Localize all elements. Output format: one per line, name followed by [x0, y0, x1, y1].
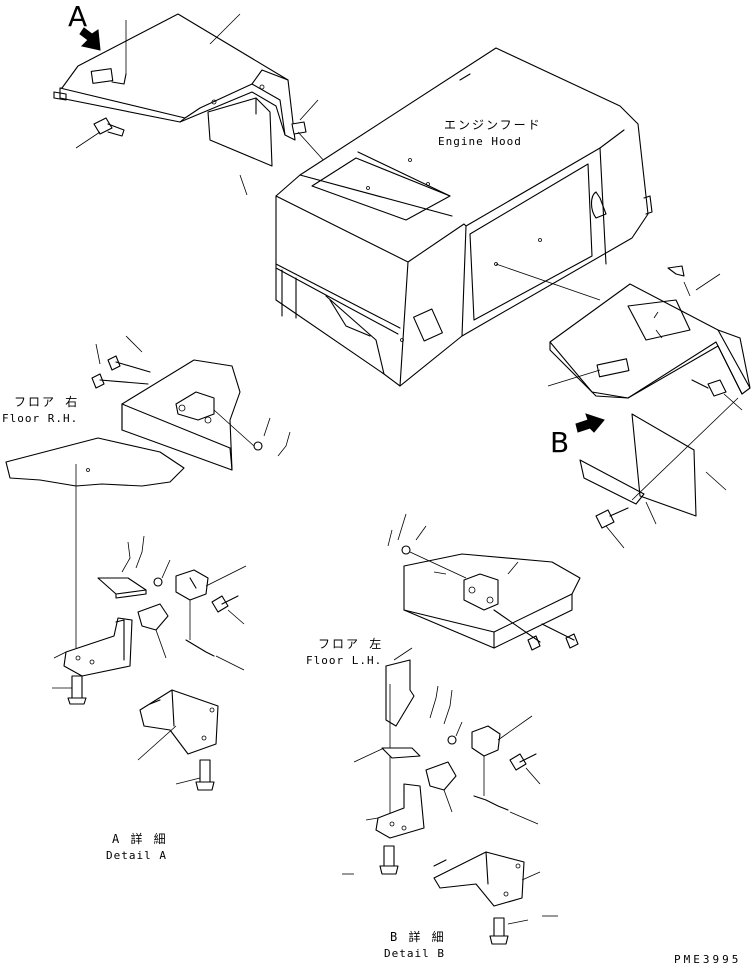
detail-a-label-jp: A 詳 細: [112, 832, 168, 846]
view-a-letter: A: [68, 0, 88, 33]
floor-rh-assembly: [91, 335, 291, 471]
left-fender: [53, 13, 447, 297]
floor-lh-label-en: Floor L.H.: [306, 654, 383, 667]
detail-a-parts: [52, 535, 247, 791]
floor-lh-label-jp: フロア 左: [318, 637, 384, 651]
right-fender: [547, 265, 751, 549]
engine-hood-label-jp: エンジンフード: [444, 118, 542, 132]
floor-rh-label-en: Floor R.H.: [2, 412, 79, 425]
detail-b-parts: [342, 647, 558, 945]
drawing-code: PME3995: [674, 953, 742, 966]
view-b-letter: B: [550, 426, 570, 459]
engine-hood: [275, 47, 653, 387]
floor-rh-plate: [5, 437, 185, 487]
view-a-arrow: [79, 27, 101, 51]
detail-a-label-en: Detail A: [106, 849, 167, 862]
view-b-arrow: [575, 413, 605, 433]
floor-rh-label-jp: フロア 右: [14, 395, 80, 409]
floor-lh-assembly: [387, 513, 581, 651]
engine-hood-label-en: Engine Hood: [438, 135, 522, 148]
detail-b-label-en: Detail B: [384, 947, 445, 960]
detail-b-label-jp: B 詳 細: [390, 930, 446, 944]
